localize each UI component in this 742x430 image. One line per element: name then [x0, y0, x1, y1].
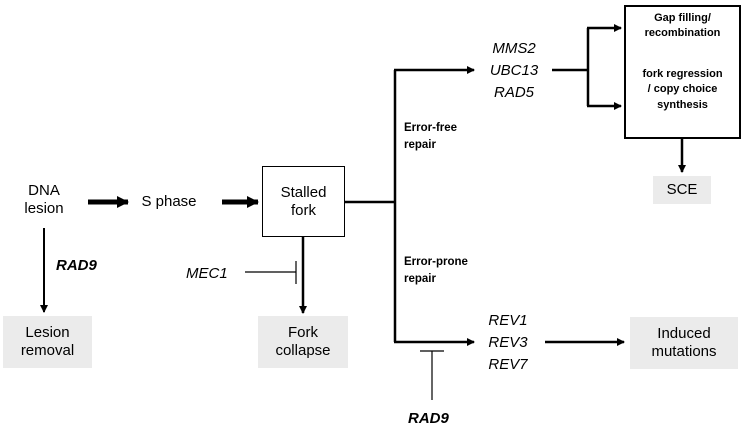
regulator-mec1: MEC1 — [186, 265, 228, 282]
outcome-induced-mutations: Induced mutations — [630, 317, 738, 369]
route-error-free-repair: Error-free repair — [404, 122, 458, 151]
outcome-lesion-removal: Lesion removal — [3, 316, 92, 368]
genes-error-prone: REV1 REV3 REV7 — [488, 312, 528, 373]
outcome-recombination-box — [624, 5, 741, 139]
node-s-phase: S phase — [141, 193, 197, 210]
node-dna-lesion: DNA lesion — [24, 182, 64, 217]
outcome-fork-collapse: Fork collapse — [258, 316, 348, 368]
node-stalled-fork: Stalled fork — [262, 166, 345, 237]
regulator-rad9-lesion: RAD9 — [56, 257, 97, 274]
regulator-rad9-error-prone: RAD9 — [408, 410, 449, 427]
outcome-gap-filling: Gap filling/ recombination — [644, 12, 721, 40]
route-error-prone-repair: Error-prone repair — [404, 256, 468, 285]
outcome-fork-regression: fork regression / copy choice synthesis — [642, 68, 723, 111]
genes-error-free: MMS2 UBC13 RAD5 — [489, 40, 539, 101]
outcome-sce: SCE — [653, 176, 711, 204]
